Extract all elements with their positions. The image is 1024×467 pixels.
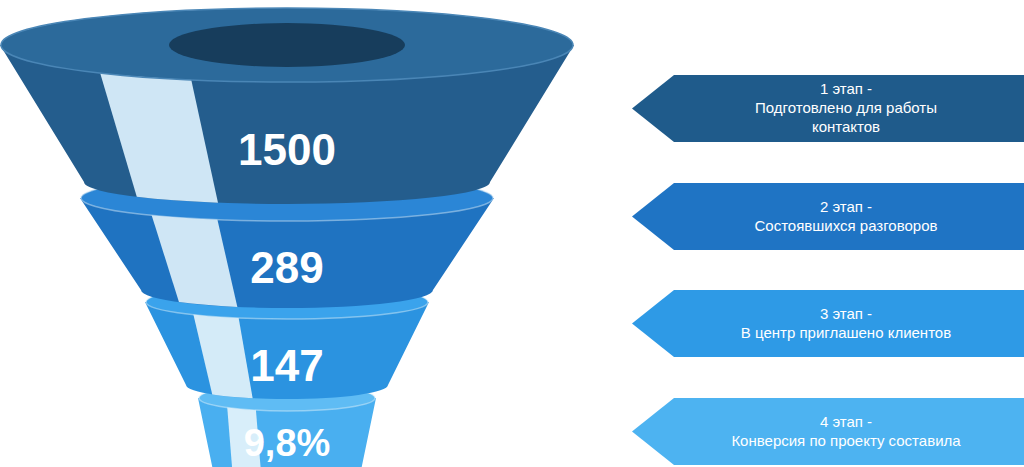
stage-arrow-label: 3 этап -В центр приглашено клиентов bbox=[632, 290, 1024, 357]
stage-description: В центр приглашено клиентов bbox=[741, 324, 951, 343]
funnel-opening bbox=[169, 23, 405, 67]
funnel-band-shape bbox=[0, 7, 574, 204]
arrow-label-fill bbox=[632, 290, 1024, 357]
arrow-label-fill bbox=[632, 398, 1024, 465]
stage-description: Подготовлено для работы контактов bbox=[726, 99, 966, 137]
stage-description: Конверсия по проекту составила bbox=[731, 432, 960, 451]
band-top-face bbox=[199, 385, 375, 411]
stage-heading: 3 этап - bbox=[820, 305, 872, 324]
band-top-face bbox=[1, 8, 573, 82]
band-top-face bbox=[146, 285, 428, 319]
arrow-label-fill bbox=[632, 75, 1024, 142]
stage-arrow-label: 2 этап -Состоявшихся разговоров bbox=[632, 183, 1024, 250]
funnel-value: 147 bbox=[250, 344, 323, 388]
stage-description: Состоявшихся разговоров bbox=[754, 217, 937, 236]
stage-arrow-label: 4 этап -Конверсия по проекту составила bbox=[632, 398, 1024, 465]
funnel-value: 289 bbox=[250, 246, 323, 290]
funnel-value: 9,8% bbox=[244, 424, 331, 462]
stage-arrow-label: 1 этап -Подготовлено для работы контакто… bbox=[632, 75, 1024, 142]
stage-heading: 2 этап - bbox=[820, 198, 872, 217]
stage-heading: 1 этап - bbox=[820, 80, 872, 99]
funnel-value: 1500 bbox=[238, 128, 336, 172]
band-top-face bbox=[81, 175, 493, 221]
funnel-band: 1500 bbox=[0, 7, 574, 204]
stage-heading: 4 этап - bbox=[820, 413, 872, 432]
arrow-label-fill bbox=[632, 183, 1024, 250]
